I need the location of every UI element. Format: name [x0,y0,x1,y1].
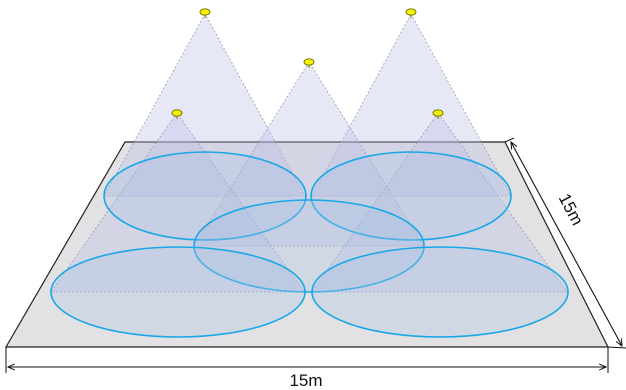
coverage-ellipses [50,151,569,338]
lamp-icon [199,8,211,18]
coverage-ellipse-front-right [311,246,569,338]
depth-dimension-arrow [511,142,622,346]
light-cone-front-right [311,112,568,293]
light-cone-back-right [311,13,512,197]
lamp-icon [432,109,444,119]
lamp-fixtures [171,8,444,119]
lamp-icon [303,58,315,68]
depth-dimension-label: 15m [555,190,587,228]
light-cone-center [193,61,425,247]
light-cone-front-left [50,112,305,293]
coverage-ellipse-front-left [50,246,306,338]
lamp-icon [405,8,417,18]
coverage-ellipse-center [193,199,425,293]
light-cone-back-left [103,13,306,197]
width-dimension: 15m [5,347,609,390]
light-cones [50,13,568,293]
coverage-ellipse-back-left [103,151,307,241]
width-dimension-label: 15m [289,371,322,390]
lamp-icon [171,109,183,119]
